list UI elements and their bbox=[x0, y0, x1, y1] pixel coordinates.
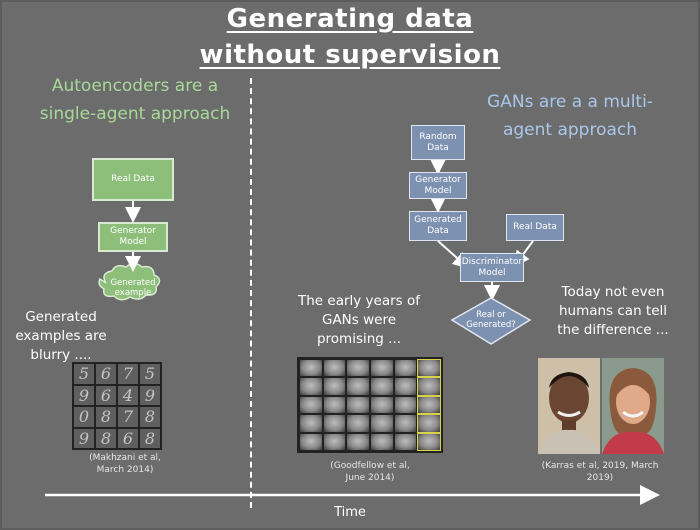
gan-decision-diamond bbox=[450, 297, 532, 345]
gan-discriminator-node: Discriminator Model bbox=[460, 253, 524, 282]
generated-face-woman bbox=[602, 358, 664, 454]
digit-sample: 4 bbox=[118, 385, 138, 405]
digit-sample: 7 bbox=[118, 407, 138, 427]
today-note-line3: the difference ... bbox=[557, 322, 669, 338]
autoencoder-heading-line2: single-agent approach bbox=[39, 104, 231, 124]
digit-sample: 0 bbox=[74, 407, 94, 427]
digit-sample: 6 bbox=[96, 385, 116, 405]
gan-generated-data-node: Generated Data bbox=[409, 211, 467, 241]
autoencoder-heading-line1: Autoencoders are a bbox=[51, 76, 219, 96]
ae-generated-cloud bbox=[98, 262, 161, 301]
early-gans-note: The early years of GANs were promising .… bbox=[284, 292, 434, 349]
digit-sample: 9 bbox=[74, 385, 94, 405]
karras-citation: (Karras et al, 2019, March 2019) bbox=[535, 460, 665, 484]
today-note-line2: humans can tell bbox=[558, 303, 668, 319]
blurry-note-line1: Generated bbox=[25, 309, 97, 325]
gan-real-data-node: Real Data bbox=[506, 214, 564, 241]
early-gan-faces-image bbox=[297, 357, 443, 453]
makhzani-citation-line2: March 2014) bbox=[96, 465, 154, 475]
digit-sample: 6 bbox=[118, 428, 138, 448]
digit-sample: 8 bbox=[140, 428, 160, 448]
autoencoder-heading: Autoencoders are a single-agent approach bbox=[30, 72, 240, 128]
gan-heading-line2: agent approach bbox=[502, 120, 638, 140]
goodfellow-citation: (Goodfellow et al, June 2014) bbox=[315, 460, 425, 484]
karras-citation-line2: 2019) bbox=[586, 473, 614, 483]
makhzani-citation-line1: (Makhzani et al, bbox=[89, 453, 161, 463]
digit-sample: 8 bbox=[140, 407, 160, 427]
blurry-note-line2: examples are bbox=[15, 328, 107, 344]
early-gans-note-line1: The early years of bbox=[297, 293, 420, 309]
early-gans-note-line2: GANs were bbox=[321, 312, 397, 328]
ae-real-data-node: Real Data bbox=[92, 158, 174, 201]
digit-sample: 7 bbox=[118, 364, 138, 384]
blurry-note-line3: blurry .... bbox=[30, 347, 92, 363]
makhzani-citation: (Makhzani et al, March 2014) bbox=[80, 452, 170, 476]
generated-face-man bbox=[538, 358, 600, 454]
early-gans-note-line3: promising ... bbox=[316, 331, 402, 347]
gan-heading-line1: GANs are a a multi- bbox=[487, 92, 653, 112]
digit-sample: 9 bbox=[74, 428, 94, 448]
mnist-samples-image: 5 6 7 5 9 6 4 9 0 8 7 8 9 8 6 8 bbox=[72, 362, 162, 450]
digit-sample: 8 bbox=[96, 407, 116, 427]
today-note: Today not even humans can tell the diffe… bbox=[548, 283, 678, 340]
digit-sample: 5 bbox=[74, 364, 94, 384]
gan-decision-label: Real or Generated? bbox=[466, 310, 516, 330]
digit-sample: 5 bbox=[140, 364, 160, 384]
blurry-note: Generated examples are blurry .... bbox=[6, 308, 116, 365]
time-axis-label: Time bbox=[334, 505, 366, 520]
slide-title-line2: without supervision bbox=[199, 40, 501, 70]
today-note-line1: Today not even bbox=[561, 284, 665, 300]
gan-heading: GANs are a a multi- agent approach bbox=[470, 88, 670, 144]
digit-sample: 9 bbox=[140, 385, 160, 405]
goodfellow-citation-line1: (Goodfellow et al, bbox=[330, 461, 410, 471]
ae-generated-node: Generated example bbox=[110, 278, 156, 298]
gan-random-data-node: Random Data bbox=[411, 125, 465, 160]
ae-generator-node: Generator Model bbox=[98, 222, 168, 252]
karras-citation-line1: (Karras et al, 2019, March bbox=[541, 461, 659, 471]
goodfellow-citation-line2: June 2014) bbox=[345, 473, 395, 483]
digit-sample: 6 bbox=[96, 364, 116, 384]
time-divider bbox=[250, 78, 252, 508]
gan-generator-node: Generator Model bbox=[409, 172, 467, 199]
digit-sample: 8 bbox=[96, 428, 116, 448]
slide-title-line1: Generating data bbox=[226, 4, 474, 34]
